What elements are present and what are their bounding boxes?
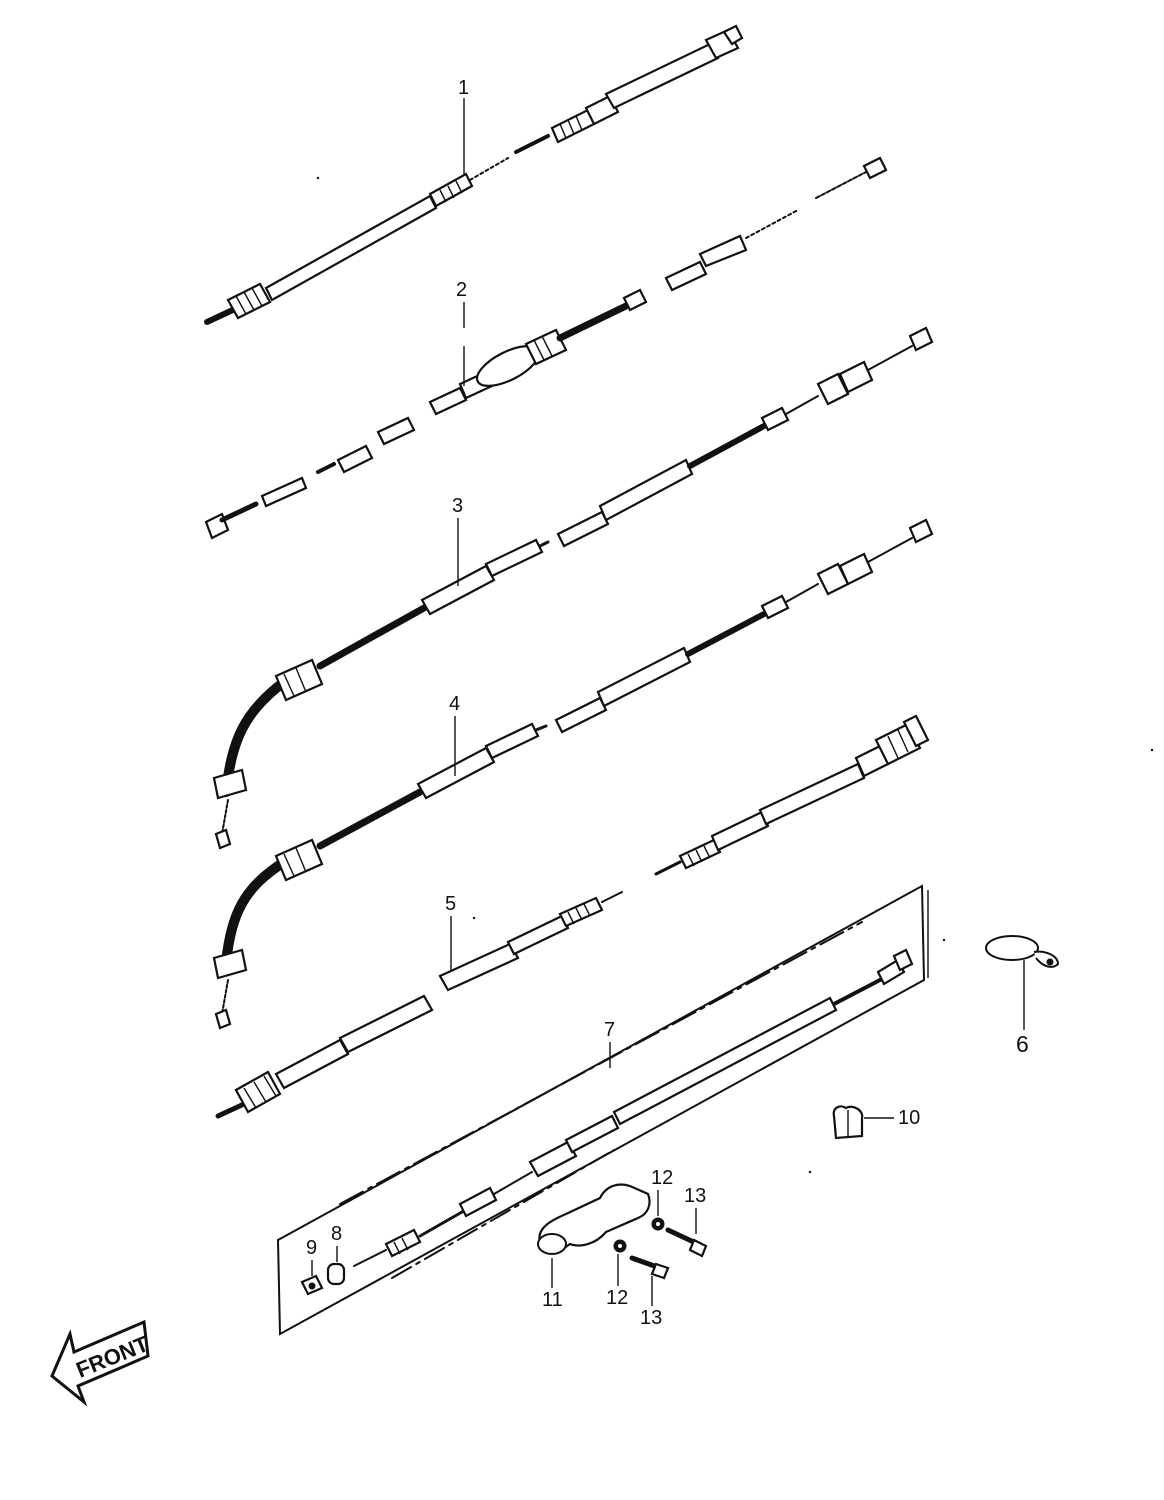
speck — [1150, 748, 1154, 752]
cable-4 — [212, 518, 934, 1030]
cable-5 — [215, 714, 930, 1119]
callout-13-upper: 13 — [684, 1185, 706, 1207]
speck — [472, 916, 476, 920]
callout-4: 4 — [449, 693, 460, 715]
callout-7: 7 — [604, 1019, 615, 1041]
part-13-bolt-lower — [629, 1255, 670, 1280]
callout-13-lower: 13 — [640, 1307, 662, 1329]
cable-7-assembly-box — [276, 884, 929, 1336]
callout-5: 5 — [445, 893, 456, 915]
callout-8: 8 — [331, 1223, 342, 1245]
part-12-washer-lower — [613, 1239, 627, 1253]
cable-2 — [204, 156, 888, 540]
part-8-sleeve — [326, 1262, 346, 1286]
cable-1 — [204, 24, 744, 325]
callout-12-upper: 12 — [651, 1167, 673, 1189]
part-13-bolt-upper — [665, 1227, 708, 1258]
front-arrow: FRONT — [50, 1319, 153, 1407]
part-9-nut — [300, 1274, 324, 1296]
callout-12-lower: 12 — [606, 1287, 628, 1309]
callout-1: 1 — [458, 77, 469, 99]
speck — [808, 1170, 812, 1174]
cable-7 — [339, 921, 914, 1279]
part-10-clip — [832, 1105, 864, 1140]
callout-11: 11 — [542, 1289, 563, 1311]
speck — [316, 176, 320, 180]
speck — [942, 938, 946, 942]
part-12-washer-upper — [651, 1217, 665, 1231]
callout-9: 9 — [306, 1237, 317, 1259]
cable-3 — [212, 326, 934, 850]
callout-10: 10 — [898, 1107, 920, 1129]
callout-2: 2 — [456, 279, 467, 301]
part-11-bracket — [537, 1183, 651, 1255]
part-6-clamp — [985, 935, 1060, 968]
callout-6: 6 — [1016, 1031, 1029, 1057]
callout-3: 3 — [452, 495, 463, 517]
